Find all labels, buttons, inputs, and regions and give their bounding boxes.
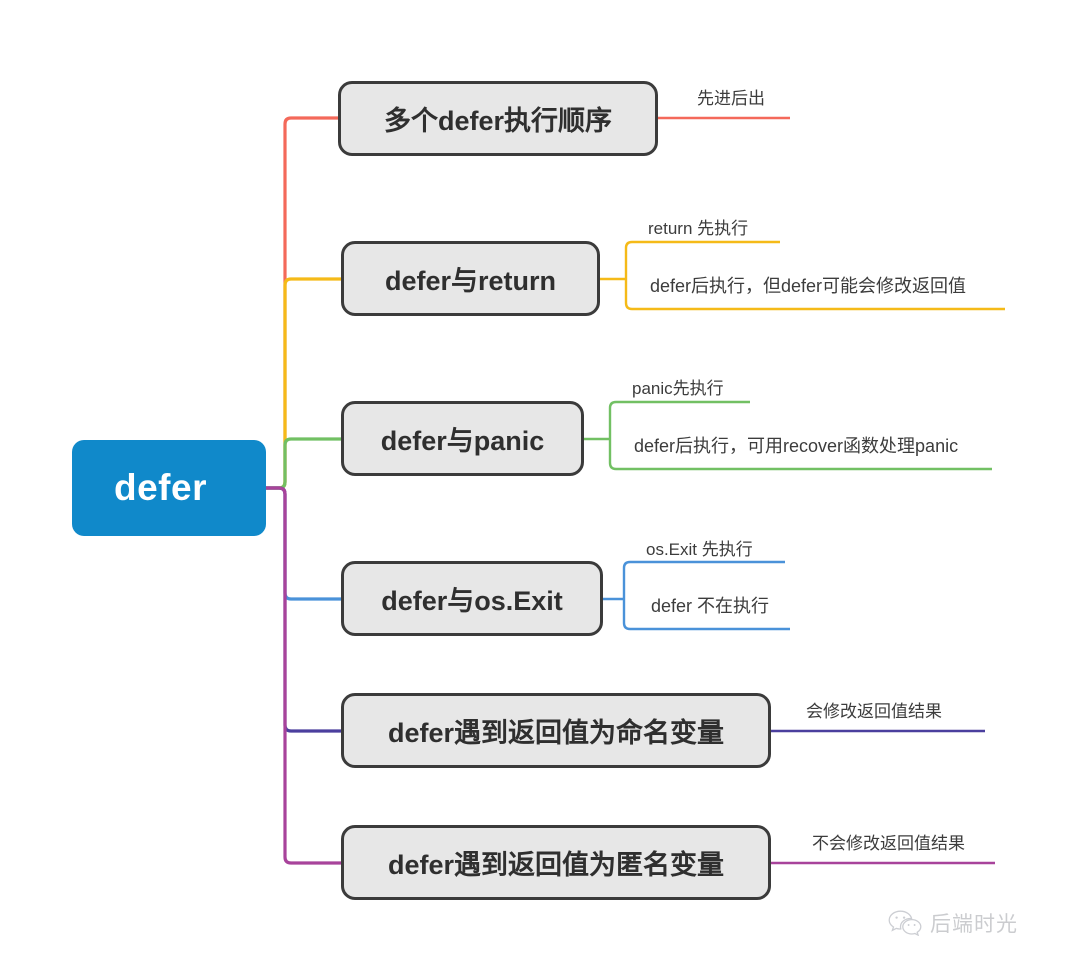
leaf-label-3-1: panic先执行 (632, 379, 724, 398)
leaf-label-4-1: os.Exit 先执行 (646, 540, 753, 559)
leaf-label-1-1: 先进后出 (697, 89, 765, 108)
topic-node-5-label: defer遇到返回值为命名变量 (387, 718, 725, 748)
leaf-label-2-2: defer后执行，但defer可能会修改返回值 (650, 276, 967, 296)
leaf-label-6-1: 不会修改返回值结果 (812, 834, 965, 853)
topic-node-4[interactable]: defer与os.Exit (341, 561, 603, 636)
topic-node-5[interactable]: defer遇到返回值为命名变量 (341, 693, 771, 768)
topic-node-1[interactable]: 多个defer执行顺序 (338, 81, 658, 156)
wire-branch2 (266, 277, 341, 490)
topic-node-3-label: defer与panic (380, 426, 545, 456)
topic-node-6[interactable]: defer遇到返回值为匿名变量 (341, 825, 771, 900)
watermark: 后端时光 (888, 908, 1018, 938)
leaf-label-2-1: return 先执行 (648, 219, 749, 238)
root-node-defer[interactable]: defer (72, 440, 266, 536)
wire-branch3 (266, 437, 341, 490)
wire-branch1 (266, 116, 338, 490)
topic-node-2-label: defer与return (384, 266, 557, 296)
watermark-text: 后端时光 (930, 913, 1018, 936)
wire-branch4 (266, 486, 341, 601)
wechat-icon (888, 910, 922, 936)
leaf-label-3-2: defer后执行，可用recover函数处理panic (634, 436, 959, 456)
leaf-label-5-1: 会修改返回值结果 (806, 702, 942, 721)
wire-branch5 (266, 486, 341, 733)
wire-branch6 (266, 486, 341, 865)
topic-node-3[interactable]: defer与panic (341, 401, 584, 476)
topic-node-6-label: defer遇到返回值为匿名变量 (387, 850, 725, 880)
topic-node-4-label: defer与os.Exit (381, 586, 563, 616)
topic-node-2[interactable]: defer与return (341, 241, 600, 316)
root-node-label: defer (114, 467, 207, 508)
topic-node-1-label: 多个defer执行顺序 (383, 106, 613, 136)
leaf-label-4-2: defer 不在执行 (651, 596, 770, 616)
